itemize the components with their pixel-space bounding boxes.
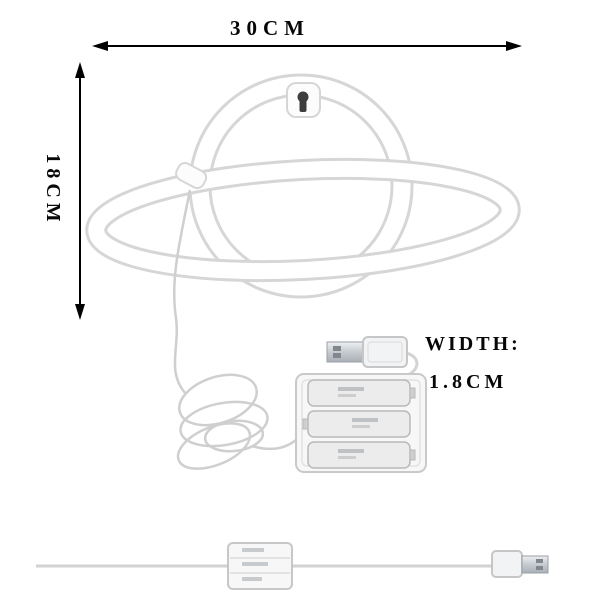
power-wire [173,189,297,470]
battery-slot [307,379,416,407]
arrowhead-bottom [75,304,85,320]
height-dimension-arrow [75,62,85,320]
wire-coil [176,422,252,470]
usb-plug [326,336,419,379]
wire-coil [203,419,265,453]
width-dimension-label: 30CM [230,16,310,40]
side-usb-metal-shell [521,555,549,574]
battery-box [295,373,427,473]
tube-width-label: WIDTH: [425,333,521,355]
side-view-usb-plug [491,550,549,578]
side-view [36,542,549,590]
battery-slot [302,410,411,438]
usb-plastic-body [362,336,408,368]
hanging-tab [286,82,321,118]
neon-planet-sign [85,73,521,299]
side-usb-plastic-body [491,550,523,578]
usb-metal-shell [326,341,364,363]
height-dimension-label: 18CM [42,153,64,227]
wire-coil [179,400,269,448]
width-dimension-arrow [92,41,522,51]
arrowhead-left [92,41,108,51]
battery-slot [307,441,416,469]
arrowhead-right [506,41,522,51]
tube-width-value: 1.8CM [429,371,508,393]
side-view-battery-box [227,542,293,590]
tube-end-cap [175,162,208,190]
arrowhead-top [75,62,85,78]
planet-ring-tube [88,160,518,280]
